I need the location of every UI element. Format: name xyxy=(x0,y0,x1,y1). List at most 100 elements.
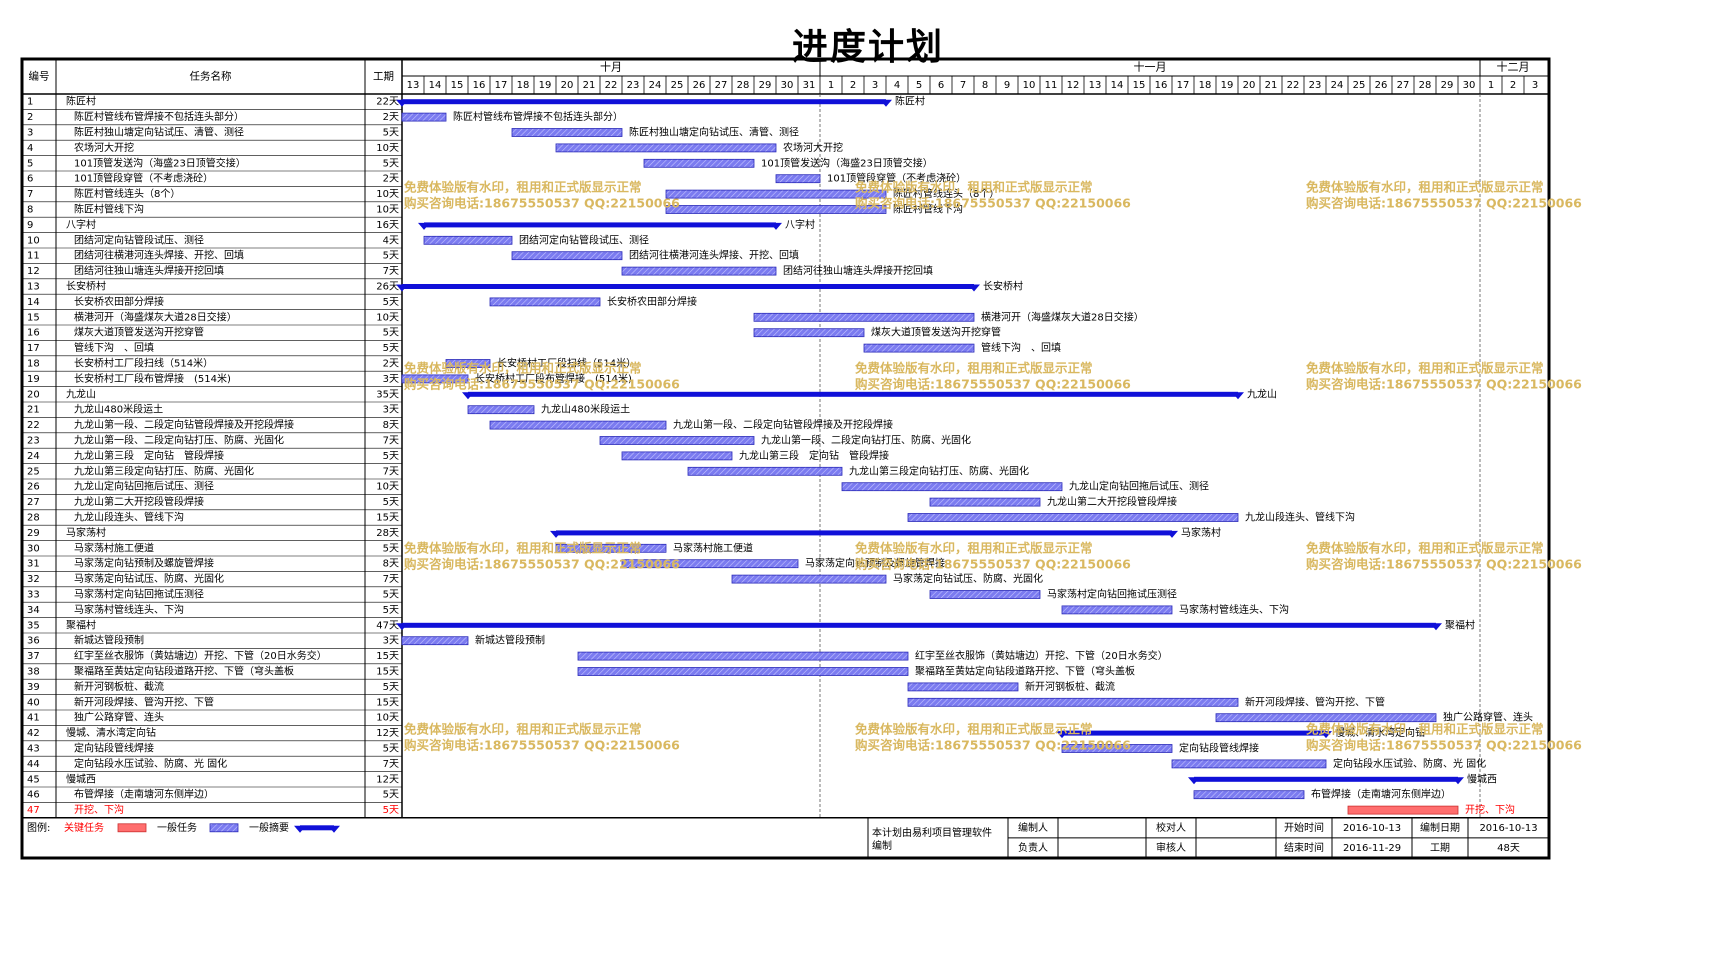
task-name: 陈匠村管线下沟 xyxy=(74,203,144,216)
critical-task-bar xyxy=(1347,805,1459,815)
task-id: 1 xyxy=(27,97,33,108)
task-bar xyxy=(401,374,469,384)
task-duration: 10天 xyxy=(376,482,399,493)
day-label: 29 xyxy=(1441,80,1454,91)
watermark-text: 免费体验版有水印，租用和正式版显示正常 xyxy=(1306,541,1544,556)
task-id: 32 xyxy=(27,574,40,585)
summary-end-marker xyxy=(1166,530,1178,538)
bar-label: 101顶管段穿管（不考虑浇砼） xyxy=(827,172,966,185)
task-name: 聚福村 xyxy=(66,618,96,631)
bar-label: 九龙山第二大开挖段管段焊接 xyxy=(1047,495,1177,508)
task-name: 陈匠村独山塘定向钻试压、清管、测径 xyxy=(74,126,244,139)
task-bar xyxy=(907,697,1239,707)
watermark-text: 购买咨询电话:18675550537 QQ:22150066 xyxy=(404,738,680,753)
summary-bar xyxy=(402,622,1436,628)
day-label: 23 xyxy=(627,80,640,91)
task-id: 26 xyxy=(27,482,40,493)
summary-end-marker xyxy=(770,222,782,230)
day-label: 29 xyxy=(759,80,772,91)
summary-start-marker xyxy=(462,392,474,400)
summary-bar xyxy=(424,222,776,228)
month-label: 十一月 xyxy=(1134,60,1167,74)
task-duration: 5天 xyxy=(383,805,399,816)
task-id: 18 xyxy=(27,359,40,370)
task-duration: 5天 xyxy=(383,543,399,554)
task-name: 马家荡定向钻预制及螺旋管焊接 xyxy=(74,557,214,570)
legend-summary-swatch xyxy=(300,825,334,831)
task-id: 36 xyxy=(27,636,40,647)
task-id: 17 xyxy=(27,343,40,354)
task-bar xyxy=(1061,744,1173,753)
day-label: 10 xyxy=(1023,80,1036,91)
task-name: 新开河段焊接、管沟开挖、下管 xyxy=(74,695,214,708)
task-name: 横港河开（海盛煤灰大道28日交接） xyxy=(74,310,237,323)
task-duration: 10天 xyxy=(376,713,399,724)
task-name: 长安桥村工厂段扫线（514米） xyxy=(74,357,213,370)
task-id: 9 xyxy=(27,220,33,231)
footer-duration: 48天 xyxy=(1497,843,1520,854)
bar-label: 管线下沟 、回填 xyxy=(981,341,1061,354)
day-label: 26 xyxy=(693,80,706,91)
task-duration: 7天 xyxy=(383,266,399,277)
day-label: 18 xyxy=(517,80,530,91)
task-name: 团结河定向钻管段试压、测径 xyxy=(74,233,204,246)
day-label: 14 xyxy=(1111,80,1124,91)
watermark-text: 购买咨询电话:18675550537 QQ:22150066 xyxy=(1306,557,1582,572)
bar-label: 马家荡村定向钻回拖试压测径 xyxy=(1047,588,1177,601)
bar-label: 九龙山第一段、二段定向钻打压、防腐、光固化 xyxy=(761,434,971,447)
bar-label: 独广公路穿管、连头 xyxy=(1443,711,1533,724)
day-label: 15 xyxy=(1133,80,1146,91)
task-name: 长安桥村 xyxy=(66,280,106,293)
summary-bar xyxy=(402,99,886,105)
task-bar xyxy=(511,128,623,137)
legend-normal-label: 一般任务 xyxy=(157,821,197,834)
footer-date: 2016-10-13 xyxy=(1479,823,1537,834)
task-id: 23 xyxy=(27,436,40,447)
task-duration: 8天 xyxy=(383,420,399,431)
legend-critical-label: 关键任务 xyxy=(64,821,104,834)
task-id: 4 xyxy=(27,143,33,154)
task-duration: 5天 xyxy=(383,328,399,339)
task-duration: 35天 xyxy=(376,389,399,400)
task-name: 马家荡定向钻试压、防腐、光固化 xyxy=(74,572,224,585)
summary-start-marker xyxy=(396,99,408,107)
task-duration: 4天 xyxy=(383,235,399,246)
task-id: 38 xyxy=(27,667,40,678)
bar-label: 布管焊接（走南塘河东侧岸边） xyxy=(1311,788,1451,801)
task-name: 陈匠村管线布管焊接不包括连头部分） xyxy=(74,110,244,123)
day-label: 22 xyxy=(605,80,618,91)
task-name: 陈匠村管线连头（8个） xyxy=(74,187,180,200)
day-label: 11 xyxy=(1045,80,1058,91)
bar-label: 慢城、清水湾定向钻 xyxy=(1335,726,1425,739)
footer-start: 2016-10-13 xyxy=(1343,823,1401,834)
legend-normal-swatch xyxy=(209,823,239,833)
task-duration: 12天 xyxy=(376,774,399,785)
watermark-text: 免费体验版有水印，租用和正式版显示正常 xyxy=(1306,361,1544,376)
bar-label: 九龙山定向钻回拖后试压、测径 xyxy=(1069,480,1209,493)
task-name: 长安桥村工厂段布管焊接 (514米) xyxy=(74,372,231,385)
footer-end-label: 结束时间 xyxy=(1284,841,1324,854)
watermark-text: 购买咨询电话:18675550537 QQ:22150066 xyxy=(855,738,1131,753)
bar-label: 煤灰大道顶管发送沟开挖穿管 xyxy=(871,326,1001,339)
day-label: 27 xyxy=(715,80,728,91)
bar-label: 马家荡定向钻试压、防腐、光固化 xyxy=(893,572,1043,585)
task-bar xyxy=(577,667,909,676)
task-id: 2 xyxy=(27,112,33,123)
bar-label: 新开河段焊接、管沟开挖、下管 xyxy=(1245,695,1385,708)
day-label: 14 xyxy=(429,80,442,91)
day-label: 24 xyxy=(1331,80,1344,91)
task-bar xyxy=(467,405,535,415)
bar-label: 八字村 xyxy=(785,218,815,231)
task-name: 九龙山480米段运土 xyxy=(74,403,163,416)
day-label: 25 xyxy=(1353,80,1366,91)
day-label: 26 xyxy=(1375,80,1388,91)
task-duration: 5天 xyxy=(383,590,399,601)
bar-label: 九龙山480米段运土 xyxy=(541,403,630,416)
day-label: 5 xyxy=(916,80,922,91)
bar-label: 聚福村 xyxy=(1445,618,1475,631)
summary-bar xyxy=(1194,776,1458,782)
task-bar xyxy=(643,158,755,168)
task-duration: 2天 xyxy=(383,174,399,185)
bar-label: 横港河开（海盛煤灰大道28日交接） xyxy=(981,310,1144,323)
day-label: 27 xyxy=(1397,80,1410,91)
